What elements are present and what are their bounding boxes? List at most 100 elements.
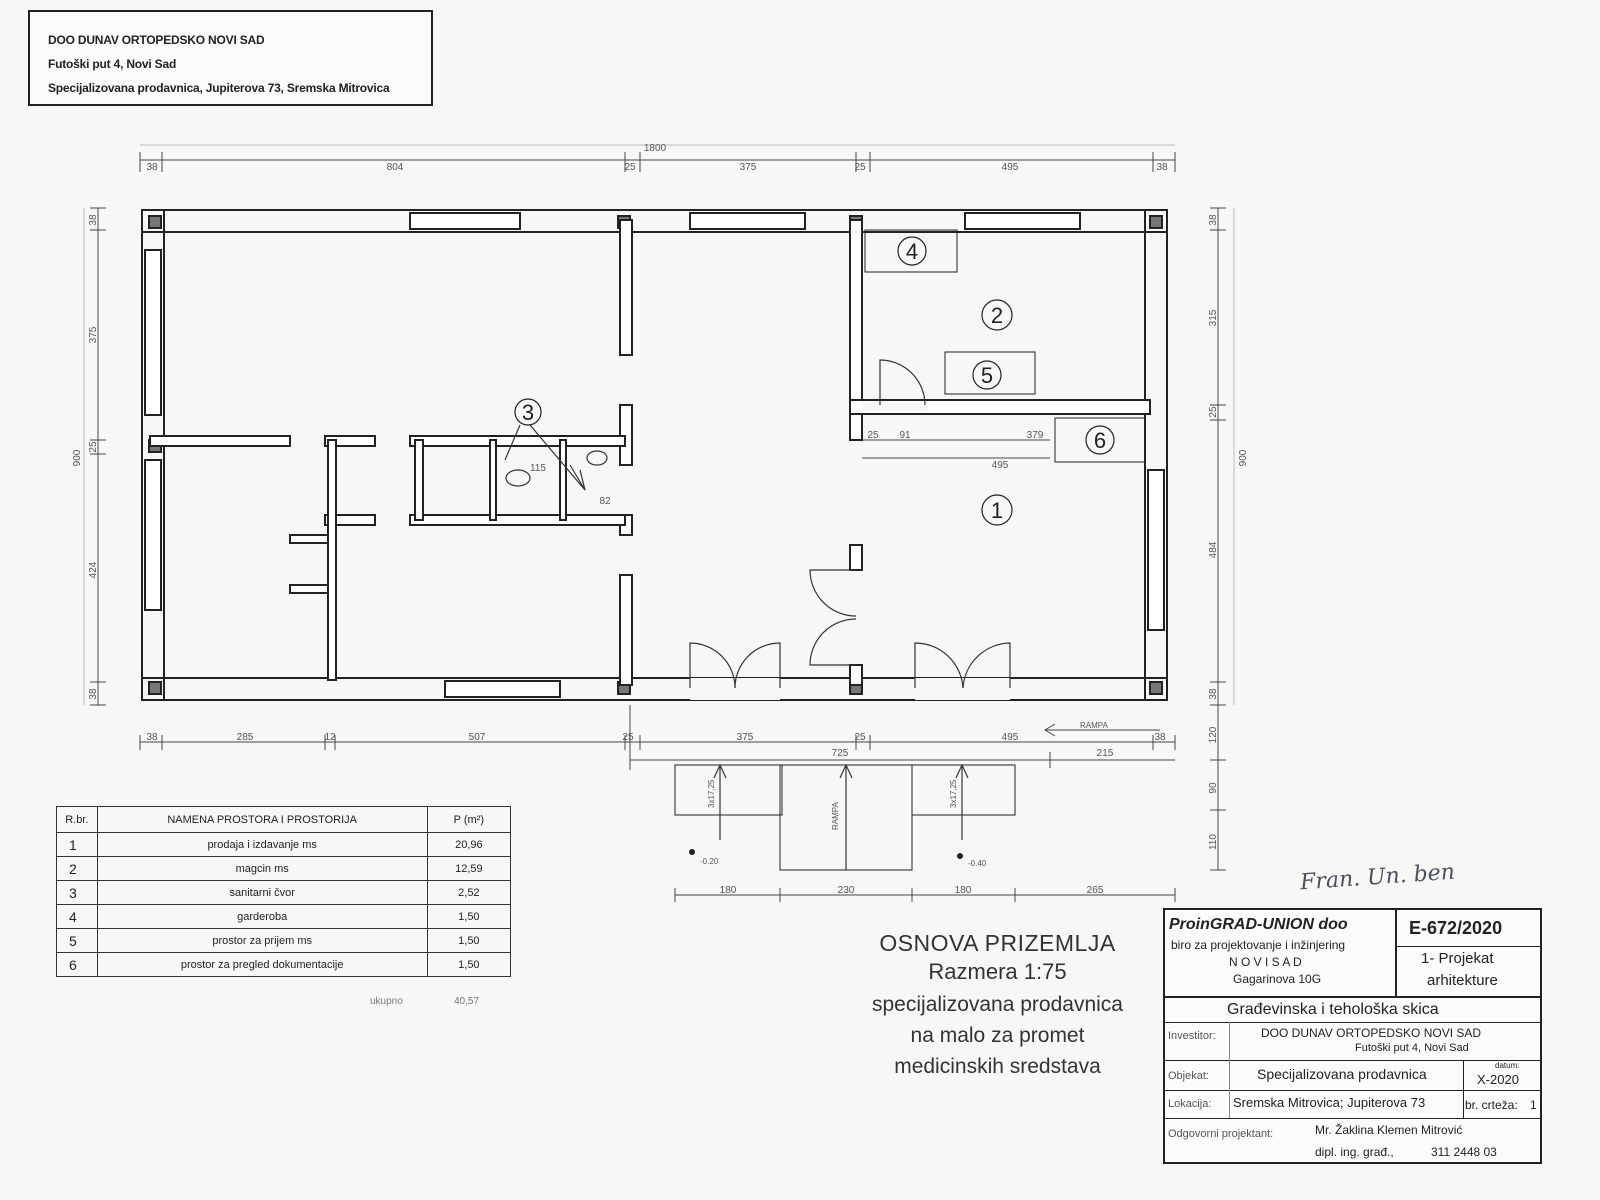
row-name: prodaja i izdavanje ms	[96, 832, 428, 857]
dim-left-1: 375	[88, 326, 99, 343]
dim-left-4: 38	[88, 688, 99, 700]
level-markers	[689, 849, 963, 859]
level-marker-left	[689, 849, 695, 855]
drawing-scale: Razmera 1:75	[928, 959, 1067, 984]
room-table: R.br. NAMENA PROSTORA I PROSTORIJA P (m²…	[56, 806, 512, 977]
dim-inner-1: 91	[899, 430, 911, 441]
header-company: DOO DUNAV ORTOPEDSKO NOVI SAD	[48, 33, 265, 47]
dim-right-1: 315	[1208, 309, 1219, 326]
table-row: 4 garderoba 1,50	[56, 904, 512, 929]
dim-bottom-row2-0: 725	[832, 748, 849, 759]
row-no: 2	[56, 856, 98, 881]
row-area: 1,50	[426, 928, 512, 953]
dim-inner-3: 495	[992, 460, 1009, 471]
dim-right-lower-0: 120	[1208, 726, 1219, 743]
dim-bottom-6: 25	[854, 732, 866, 743]
firm-city: N O V I S A D	[1229, 955, 1302, 969]
dim-bottom-2: 12	[324, 732, 336, 743]
dim-top-3: 375	[740, 162, 757, 173]
level-marker-right	[957, 853, 963, 859]
row-no: 5	[56, 928, 98, 953]
row-name: garderoba	[96, 904, 428, 929]
table-row: 2 magcin ms 12,59	[56, 856, 512, 881]
dim-inner-0: 25	[867, 430, 879, 441]
drawing-no-value: 1	[1530, 1098, 1537, 1112]
sketch-title: Građevinska i tehološka skica	[1227, 1001, 1439, 1018]
dim-steps-1: 230	[838, 885, 855, 896]
header-area: P (m²)	[426, 806, 512, 833]
dim-bottom-5: 375	[737, 732, 754, 743]
table-row: 3 sanitarni čvor 2,52	[56, 880, 512, 905]
header-shop: Specijalizovana prodavnica, Jupiterova 7…	[48, 81, 390, 95]
investor-label: Investitor:	[1168, 1030, 1216, 1042]
project-type-2: arhitekture	[1427, 972, 1498, 989]
dim-right-4: 38	[1208, 688, 1219, 700]
dim-right-0: 38	[1208, 214, 1219, 226]
header-box: DOO DUNAV ORTOPEDSKO NOVI SAD Futoški pu…	[28, 10, 433, 106]
dim-top-6: 38	[1156, 162, 1168, 173]
dim-bottom-0: 38	[146, 732, 158, 743]
dim-inner-5: 82	[599, 496, 611, 507]
inner-dimension-labels: 25 91 379 495 115 82	[530, 430, 1044, 507]
dim-right-lower-1: 90	[1208, 782, 1219, 794]
investor-name: DOO DUNAV ORTOPEDSKO NOVI SAD	[1261, 1026, 1482, 1040]
table-row: 1 prodaja i izdavanje ms 20,96	[56, 832, 512, 857]
dim-bottom-7: 495	[1002, 732, 1019, 743]
top-dimension-labels: 1800 38 804 25 375 25 495 38	[146, 143, 1168, 173]
drawing-title: OSNOVA PRIZEMLJA Razmera 1:75 specijaliz…	[860, 930, 1135, 1082]
drawing-title-main: OSNOVA PRIZEMLJA	[879, 930, 1116, 956]
dim-steps-0: 180	[720, 885, 737, 896]
dim-bottom-1: 285	[237, 732, 254, 743]
dim-top-5: 495	[1002, 162, 1019, 173]
header-no: R.br.	[56, 806, 98, 833]
designer-label: Odgovorni projektant:	[1168, 1128, 1274, 1140]
row-area: 1,50	[426, 904, 512, 929]
row-name: prostor za prijem ms	[96, 928, 428, 953]
level-label-right: -0.40	[968, 859, 987, 868]
dim-left-total: 900	[72, 449, 83, 466]
project-number: E-672/2020	[1409, 918, 1503, 938]
row-name: magcin ms	[96, 856, 428, 881]
object-label: Objekat:	[1168, 1070, 1209, 1082]
drawing-no-label: br. crteža:	[1465, 1098, 1518, 1112]
dim-top-total: 1800	[644, 143, 667, 154]
room-table-header: R.br. NAMENA PROSTORA I PROSTORIJA P (m²…	[56, 806, 512, 833]
dim-top-1: 804	[387, 162, 404, 173]
total-label: ukupno	[370, 996, 403, 1007]
dim-steps-2: 180	[955, 885, 972, 896]
date-label: datum:	[1495, 1061, 1520, 1070]
dim-top-4: 25	[854, 162, 866, 173]
table-row: 6 prostor za pregled dokumentacije 1,50	[56, 952, 512, 977]
total-value: 40,57	[454, 996, 480, 1007]
designer-name: Mr. Žaklina Klemen Mitrović	[1315, 1123, 1463, 1137]
dim-inner-4: 115	[530, 463, 546, 474]
dim-left-3: 424	[88, 561, 99, 578]
title-block: ProinGRAD-UNION doo biro za projektovanj…	[1163, 908, 1542, 1164]
room-number-5: 5	[981, 363, 993, 388]
right-dimension-labels: 900 38 315 25 484 38 120 90 110	[1208, 214, 1249, 850]
row-no: 1	[56, 832, 98, 857]
dim-steps-3: 265	[1087, 885, 1104, 896]
row-no: 3	[56, 880, 98, 905]
row-area: 12,59	[426, 856, 512, 881]
dim-bottom-row2-1: 215	[1097, 748, 1114, 759]
room-number-3: 3	[522, 400, 534, 425]
dim-bottom-3: 507	[469, 732, 486, 743]
row-name: prostor za pregled dokumentacije	[96, 952, 428, 977]
level-label-left: -0.20	[700, 857, 719, 866]
row-no: 6	[56, 952, 98, 977]
row-area: 2,52	[426, 880, 512, 905]
rampa-label-vertical: RAMPA	[831, 801, 840, 830]
designer-license: 311 2448 03	[1431, 1145, 1497, 1159]
firm-address: Gagarinova 10G	[1233, 972, 1322, 986]
room-number-2: 2	[991, 303, 1003, 328]
location-label: Lokacija:	[1168, 1098, 1212, 1110]
room-number-1: 1	[991, 498, 1003, 523]
header-name: NAMENA PROSTORA I PROSTORIJA	[96, 806, 428, 833]
bottom-dimension-labels: 38 285 12 507 25 375 25 495 38 725 215 1…	[146, 732, 1166, 896]
dim-right-2: 25	[1208, 406, 1219, 418]
plan-labels: RAMPA RAMPA 3x17,25 3x17,25 -0.20 -0.40	[700, 721, 1109, 868]
step-label-left: 3x17,25	[707, 779, 716, 808]
row-name: sanitarni čvor	[96, 880, 428, 905]
location-value: Sremska Mitrovica; Jupiterova 73	[1233, 1095, 1426, 1110]
